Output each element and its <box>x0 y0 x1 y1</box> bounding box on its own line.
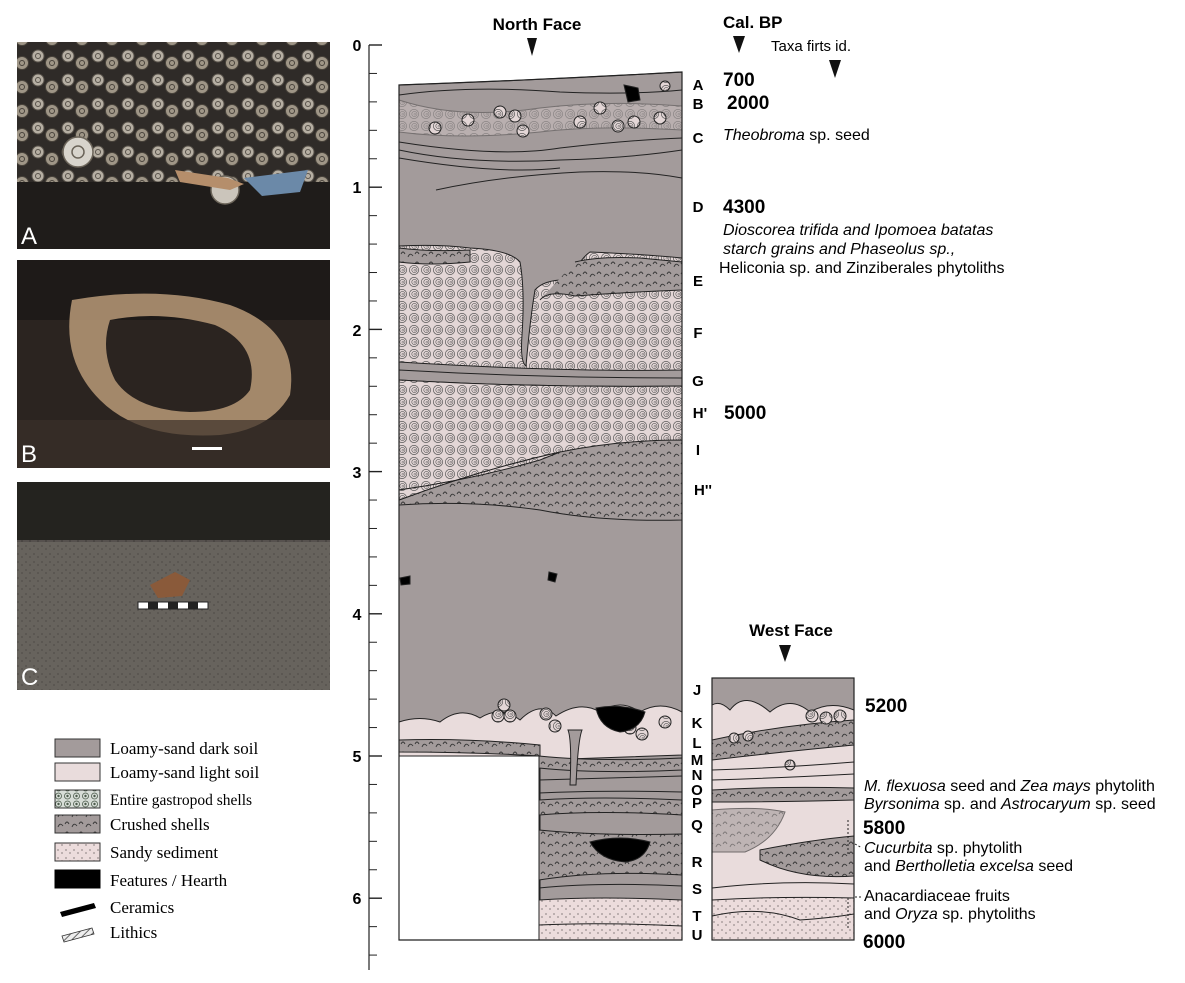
depth-tick-2: 2 <box>353 323 362 340</box>
layer-h-prime: H' <box>693 405 707 422</box>
svg-text:Sandy sediment: Sandy sediment <box>110 843 218 862</box>
photo-b: B <box>17 260 330 468</box>
taxa-notes: Theobroma sp. seed Dioscorea trifida and… <box>719 127 1156 923</box>
depth-axis: 0 1 2 3 4 5 6 <box>353 38 382 970</box>
depth-tick-5: 5 <box>353 749 362 766</box>
layer-g: G <box>692 373 704 390</box>
north-face-profile <box>398 71 683 941</box>
taxa-dioscorea-line3: Heliconia sp. and Zinziberales phytolith… <box>719 260 1004 277</box>
date-5200: 5200 <box>865 696 907 717</box>
svg-text:Lithics: Lithics <box>110 923 157 942</box>
layer-b: B <box>693 96 704 113</box>
taxa-arrow-icon <box>829 60 841 78</box>
taxa-mflexuosa: M. flexuosa seed and Zea mays phytolith <box>864 778 1155 795</box>
photo-b-label: B <box>21 441 37 468</box>
date-5000: 5000 <box>724 403 766 424</box>
calbp-header: Cal. BP <box>723 13 783 32</box>
legend-item-light-soil: Loamy-sand light soil <box>54 762 259 782</box>
calbp-arrow-icon <box>733 36 745 53</box>
layer-o: O <box>691 782 703 799</box>
photo-a: A <box>17 42 330 250</box>
west-face-title: West Face <box>749 621 833 640</box>
date-4300: 4300 <box>723 197 765 218</box>
taxa-dioscorea-line2: starch grains and Phaseolus sp., <box>723 241 955 258</box>
taxa-cucurbita: Cucurbita sp. phytolith <box>864 840 1022 857</box>
layer-m: M <box>691 752 704 769</box>
legend: Loamy-sand dark soil Loamy-sand light so… <box>54 738 259 943</box>
layer-c: C <box>693 130 704 147</box>
layer-k: K <box>692 715 703 732</box>
date-700: 700 <box>723 70 755 91</box>
taxa-dioscorea-line1: Dioscorea trifida and Ipomoea batatas <box>723 222 993 239</box>
svg-text:Crushed shells: Crushed shells <box>110 815 210 834</box>
svg-text:Features / Hearth: Features / Hearth <box>110 871 228 890</box>
layer-d: D <box>693 199 704 216</box>
layer-letters: A B C D E F G H' I H'' J K L M N O P Q R… <box>691 77 712 944</box>
legend-item-crushed-shells: Crushed shells <box>54 814 210 834</box>
svg-text:Loamy-sand light soil: Loamy-sand light soil <box>110 763 259 782</box>
taxa-anacardiaceae: Anacardiaceae fruits <box>864 888 1010 905</box>
depth-tick-6: 6 <box>353 891 362 908</box>
north-face-arrow-icon <box>527 38 537 56</box>
legend-item-features-hearth: Features / Hearth <box>54 869 228 890</box>
west-face-arrow-icon <box>779 645 791 662</box>
date-5800: 5800 <box>863 818 905 839</box>
legend-item-entire-shells: Entire gastropod shells <box>54 789 252 809</box>
svg-text:Ceramics: Ceramics <box>110 898 174 917</box>
layer-e: E <box>693 273 703 290</box>
layer-n: N <box>692 767 703 784</box>
north-face-title: North Face <box>493 15 582 34</box>
svg-text:Entire gastropod shells: Entire gastropod shells <box>110 792 252 809</box>
cal-bp-dates: 700 2000 4300 5000 5200 5800 6000 <box>723 70 907 953</box>
taxa-bertholletia: and Bertholletia excelsa seed <box>864 858 1073 875</box>
depth-tick-4: 4 <box>353 607 362 624</box>
legend-item-dark-soil: Loamy-sand dark soil <box>54 738 259 758</box>
west-face-profile <box>711 677 855 941</box>
layer-a: A <box>693 77 704 94</box>
layer-i: I <box>696 442 700 459</box>
svg-text:Loamy-sand dark soil: Loamy-sand dark soil <box>110 739 259 758</box>
photo-a-label: A <box>21 223 37 250</box>
layer-q: Q <box>691 817 703 834</box>
photo-c-label: C <box>21 664 38 691</box>
legend-item-lithics: Lithics <box>61 923 157 943</box>
layer-f: F <box>693 325 702 342</box>
layer-r: R <box>692 854 703 871</box>
taxa-oryza: and Oryza sp. phytoliths <box>864 906 1036 923</box>
layer-l: L <box>692 735 701 752</box>
layer-u: U <box>692 927 703 944</box>
legend-item-sandy-sediment: Sandy sediment <box>54 842 218 862</box>
layer-p: P <box>692 795 702 812</box>
photo-c: C <box>17 482 330 691</box>
depth-tick-1: 1 <box>353 180 362 197</box>
layer-s: S <box>692 881 702 898</box>
legend-item-ceramics: Ceramics <box>60 898 174 917</box>
layer-h-double-prime: H'' <box>694 482 712 499</box>
date-2000: 2000 <box>727 93 769 114</box>
depth-tick-0: 0 <box>353 38 362 55</box>
taxa-theobroma: Theobroma sp. seed <box>723 127 870 144</box>
layer-t: T <box>692 908 701 925</box>
taxa-byrsonima: Byrsonima sp. and Astrocaryum sp. seed <box>864 796 1156 813</box>
layer-j: J <box>693 682 701 699</box>
depth-tick-3: 3 <box>353 465 362 482</box>
taxa-header: Taxa firts id. <box>771 38 851 55</box>
date-6000: 6000 <box>863 932 905 953</box>
